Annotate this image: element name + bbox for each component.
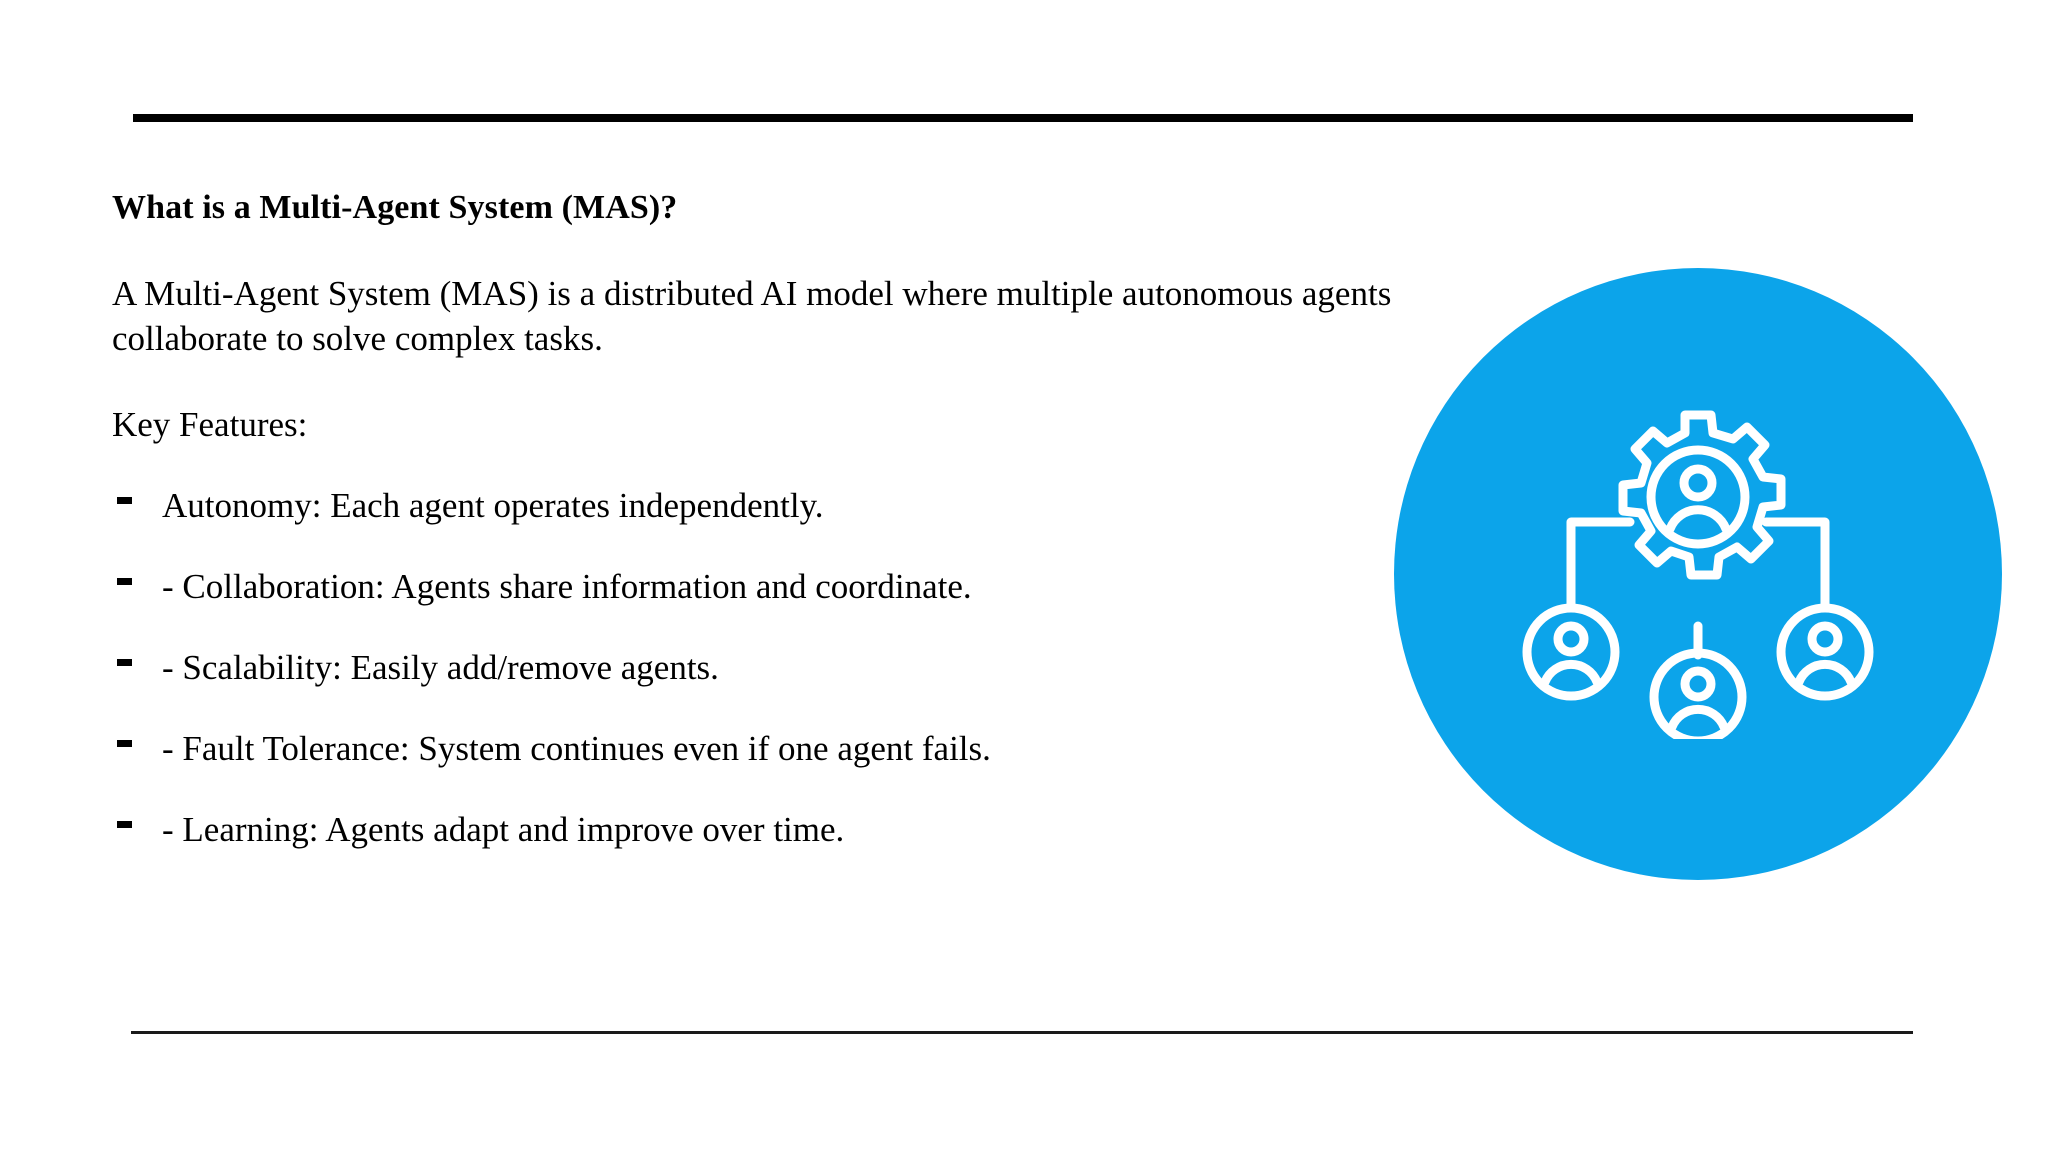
agent-network-svg <box>1522 410 1874 739</box>
gear-person-head <box>1679 464 1717 502</box>
key-features-subheading: Key Features: <box>112 404 308 444</box>
list-item-label: - Learning: Agents adapt and improve ove… <box>162 810 845 850</box>
agent-network-icon <box>1513 409 1883 739</box>
text-content-column: What is a Multi-Agent System (MAS)? A Mu… <box>112 188 1532 851</box>
gear-with-person-icon <box>1618 410 1786 580</box>
gear-person-body <box>1665 505 1731 534</box>
list-item-label: - Collaboration: Agents share informatio… <box>162 567 972 607</box>
list-item-label: - Scalability: Easily add/remove agents. <box>162 648 719 688</box>
top-divider-rule <box>133 114 1913 122</box>
gear-person-head-ring <box>1646 445 1750 549</box>
intro-paragraph: A Multi-Agent System (MAS) is a distribu… <box>112 274 1392 358</box>
bottom-divider-rule <box>131 1031 1913 1034</box>
list-item-label: Autonomy: Each agent operates independen… <box>162 486 824 526</box>
list-item: Autonomy: Each agent operates independen… <box>112 485 1532 527</box>
dash-bullet-icon <box>117 821 132 829</box>
list-item: - Scalability: Easily add/remove agents. <box>112 647 1532 689</box>
dash-bullet-icon <box>117 497 132 505</box>
list-item: - Fault Tolerance: System continues even… <box>112 728 1532 770</box>
list-item-label: - Fault Tolerance: System continues even… <box>162 729 991 769</box>
person-avatar-right-icon <box>1776 603 1874 701</box>
list-item: - Learning: Agents adapt and improve ove… <box>112 809 1532 851</box>
list-item: - Collaboration: Agents share informatio… <box>112 566 1532 608</box>
multi-agent-network-illustration <box>1394 268 2002 880</box>
page-title: What is a Multi-Agent System (MAS)? <box>112 189 678 226</box>
dash-bullet-icon <box>117 659 132 667</box>
person-avatar-center-icon <box>1649 648 1747 739</box>
person-avatar-left-icon <box>1522 603 1620 701</box>
dash-bullet-icon <box>117 578 132 586</box>
dash-bullet-icon <box>117 740 132 748</box>
key-features-list: Autonomy: Each agent operates independen… <box>112 485 1532 851</box>
